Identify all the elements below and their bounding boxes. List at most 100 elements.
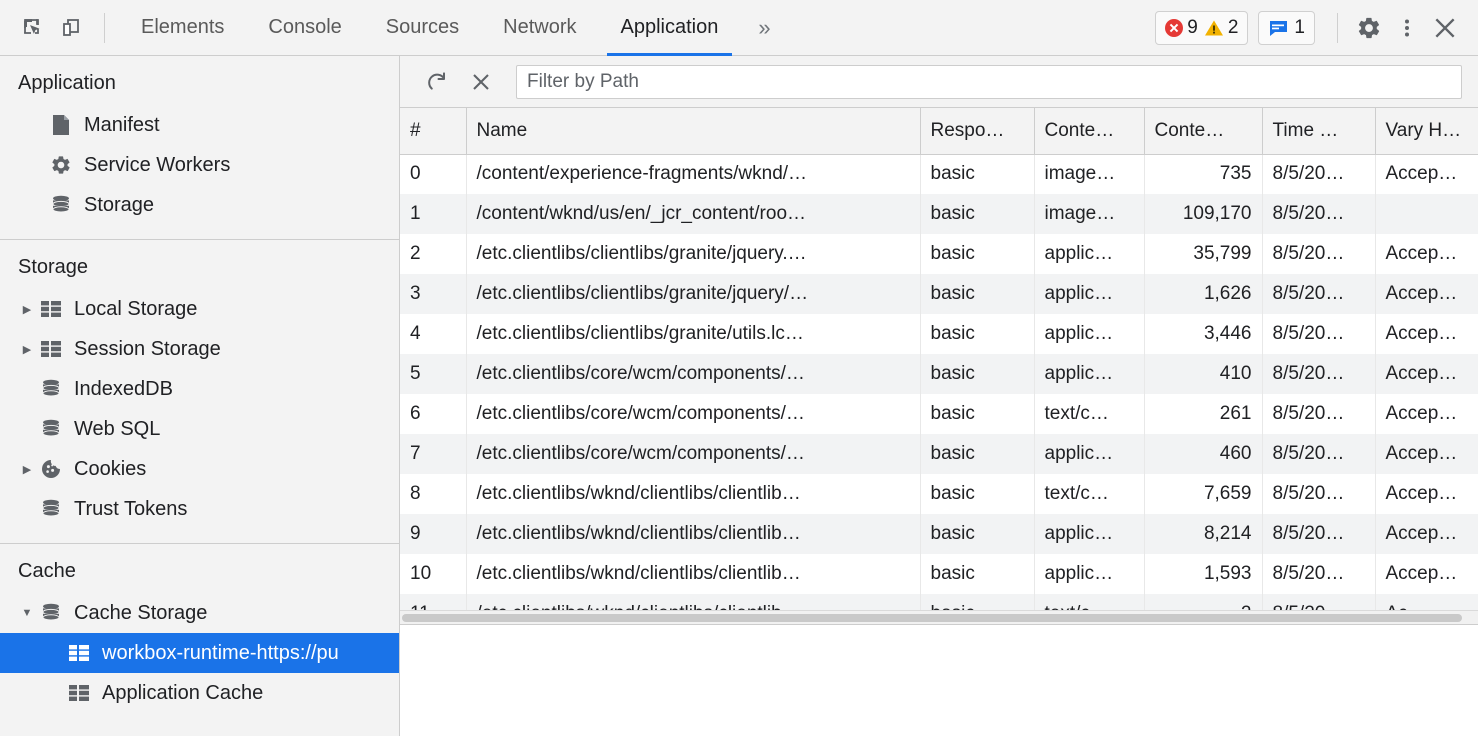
sidebar-item-service-workers-label: Service Workers: [84, 153, 231, 176]
sidebar-item-session-storage[interactable]: ▶ Session Storage: [0, 329, 399, 369]
sidebar-item-web-sql[interactable]: ▶ Web SQL: [0, 409, 399, 449]
table-row[interactable]: 3/etc.clientlibs/clientlibs/granite/jque…: [400, 274, 1478, 314]
cell-time: 8/5/20…: [1262, 554, 1376, 594]
messages-badge-group[interactable]: 1: [1258, 10, 1315, 45]
table-row[interactable]: 9/etc.clientlibs/wknd/clientlibs/clientl…: [400, 514, 1478, 554]
cell-time: 8/5/20…: [1262, 514, 1376, 554]
cell-resp: basic: [920, 314, 1035, 354]
table-row[interactable]: 0/content/experience-fragments/wknd/…bas…: [400, 154, 1478, 194]
tab-network[interactable]: Network: [481, 0, 598, 56]
close-icon[interactable]: [1426, 9, 1464, 47]
filter-by-path-input[interactable]: [516, 64, 1462, 99]
chevron-right-icon[interactable]: ▶: [22, 303, 32, 316]
table-row[interactable]: 1/content/wknd/us/en/_jcr_content/roo…ba…: [400, 194, 1478, 234]
table-row[interactable]: 7/etc.clientlibs/core/wcm/components/…ba…: [400, 434, 1478, 474]
sidebar-item-storage[interactable]: Storage: [0, 185, 399, 225]
cell-vary: Accep…: [1375, 434, 1478, 474]
device-toolbar-icon[interactable]: [52, 9, 90, 47]
sidebar-item-application-cache[interactable]: ▶ Application Cache: [0, 673, 399, 713]
cell-num: 0: [400, 154, 467, 194]
tab-sources[interactable]: Sources: [364, 0, 481, 56]
cell-vary: Accep…: [1375, 394, 1478, 434]
cell-name: /etc.clientlibs/core/wcm/components/…: [466, 394, 921, 434]
sidebar-item-manifest[interactable]: Manifest: [0, 105, 399, 145]
cell-ct: applic…: [1034, 434, 1145, 474]
column-header-content-type[interactable]: Conte…: [1034, 108, 1145, 155]
table-row[interactable]: 6/etc.clientlibs/core/wcm/components/…ba…: [400, 394, 1478, 434]
table-row[interactable]: 8/etc.clientlibs/wknd/clientlibs/clientl…: [400, 474, 1478, 514]
cell-cl: 1,626: [1144, 274, 1263, 314]
cell-vary: Accep…: [1375, 154, 1478, 194]
cell-ct: applic…: [1034, 514, 1145, 554]
scrollbar-thumb[interactable]: [402, 614, 1462, 622]
cell-vary: Accep…: [1375, 514, 1478, 554]
gear-icon[interactable]: [1350, 9, 1388, 47]
sidebar-item-local-storage[interactable]: ▶ Local Storage: [0, 289, 399, 329]
cell-num: 4: [400, 314, 467, 354]
more-tabs-icon[interactable]: »: [740, 0, 788, 56]
warning-icon: [1204, 19, 1224, 37]
cache-entries-grid[interactable]: # Name Respo… Conte… Conte… Time … Vary …: [400, 108, 1478, 625]
cell-num: 10: [400, 554, 467, 594]
chevron-right-icon[interactable]: ▶: [22, 343, 32, 356]
table-header: # Name Respo… Conte… Conte… Time … Vary …: [400, 108, 1478, 155]
error-badge[interactable]: 9: [1165, 17, 1198, 39]
sidebar-item-trust-tokens[interactable]: ▶ Trust Tokens: [0, 489, 399, 529]
kebab-menu-icon[interactable]: [1388, 9, 1426, 47]
column-header-response-type[interactable]: Respo…: [920, 108, 1035, 155]
chevron-down-icon[interactable]: ▼: [21, 607, 33, 619]
sidebar-item-indexeddb[interactable]: ▶ IndexedDB: [0, 369, 399, 409]
inspect-element-icon[interactable]: [14, 9, 52, 47]
column-header-time-cached[interactable]: Time …: [1262, 108, 1376, 155]
cell-resp: basic: [920, 514, 1035, 554]
sidebar-header-cache: Cache: [18, 560, 76, 582]
cell-vary: Accep…: [1375, 274, 1478, 314]
cell-resp: basic: [920, 554, 1035, 594]
cell-name: /etc.clientlibs/clientlibs/granite/utils…: [466, 314, 921, 354]
cookie-icon: [36, 458, 66, 480]
tab-strip: Elements Console Sources Network Applica…: [119, 0, 789, 56]
database-icon: [36, 418, 66, 440]
sidebar-item-cookies[interactable]: ▶ Cookies: [0, 449, 399, 489]
clear-icon[interactable]: [462, 63, 500, 101]
table-row[interactable]: 4/etc.clientlibs/clientlibs/granite/util…: [400, 314, 1478, 354]
cell-resp: basic: [920, 154, 1035, 194]
refresh-icon[interactable]: [418, 63, 456, 101]
tab-elements-label: Elements: [141, 16, 225, 38]
sidebar-item-cache-storage[interactable]: ▼ Cache Storage: [0, 593, 399, 633]
column-header-vary-header[interactable]: Vary H…: [1375, 108, 1478, 155]
cell-num: 6: [400, 394, 467, 434]
horizontal-scrollbar[interactable]: [400, 610, 1478, 624]
column-header-name[interactable]: Name: [466, 108, 921, 155]
tab-elements[interactable]: Elements: [119, 0, 246, 56]
cell-resp: basic: [920, 474, 1035, 514]
cell-vary: [1375, 194, 1478, 234]
column-header-number[interactable]: #: [400, 108, 467, 155]
tab-application[interactable]: Application: [599, 0, 741, 56]
cell-num: 2: [400, 234, 467, 274]
sidebar-item-service-workers[interactable]: Service Workers: [0, 145, 399, 185]
cell-ct: applic…: [1034, 234, 1145, 274]
cache-entry-detail-pane: [400, 625, 1478, 736]
database-icon: [36, 498, 66, 520]
table-row[interactable]: 2/etc.clientlibs/clientlibs/granite/jque…: [400, 234, 1478, 274]
column-header-content-length[interactable]: Conte…: [1144, 108, 1263, 155]
sidebar-item-workbox-runtime-label: workbox-runtime-https://pu: [102, 641, 339, 664]
cell-resp: basic: [920, 394, 1035, 434]
sidebar-item-workbox-runtime[interactable]: ▶ workbox-runtime-https://pu: [0, 633, 399, 673]
tab-application-label: Application: [620, 16, 719, 38]
cell-cl: 261: [1144, 394, 1263, 434]
table-row[interactable]: 10/etc.clientlibs/wknd/clientlibs/client…: [400, 554, 1478, 594]
message-icon: [1268, 19, 1288, 37]
database-icon: [36, 602, 66, 624]
tab-console[interactable]: Console: [246, 0, 363, 56]
tab-sources-label: Sources: [385, 16, 460, 38]
issues-badge-group[interactable]: 9 2: [1155, 10, 1249, 45]
table-row[interactable]: 5/etc.clientlibs/core/wcm/components/…ba…: [400, 354, 1478, 394]
cell-cl: 35,799: [1144, 234, 1263, 274]
cell-time: 8/5/20…: [1262, 314, 1376, 354]
warning-badge[interactable]: 2: [1204, 17, 1238, 39]
cell-num: 7: [400, 434, 467, 474]
chevron-right-icon[interactable]: ▶: [22, 463, 32, 476]
cache-filter-toolbar: [400, 56, 1478, 108]
